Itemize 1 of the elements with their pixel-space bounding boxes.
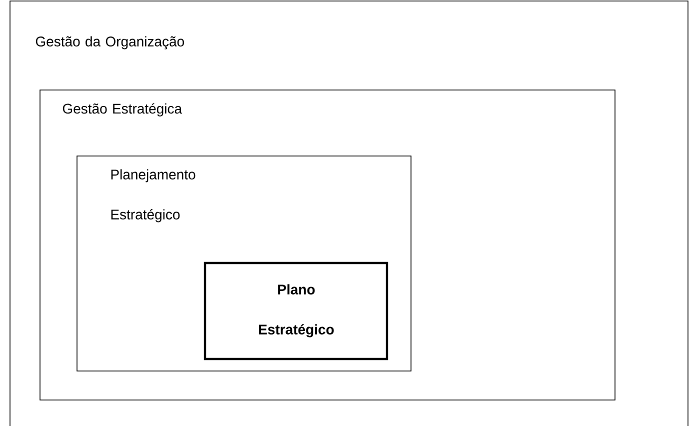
thick-box: Plano Estratégico — [204, 262, 388, 360]
